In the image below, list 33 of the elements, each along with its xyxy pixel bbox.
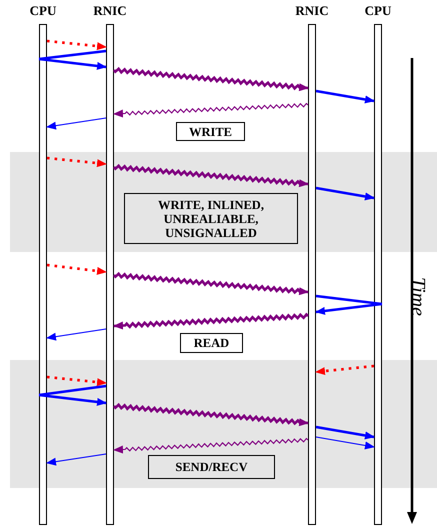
dotted-arrow bbox=[46, 40, 107, 50]
dotted-arrow bbox=[46, 156, 107, 168]
wavy-arrow bbox=[113, 438, 308, 454]
dotted-arrow bbox=[46, 264, 107, 275]
arrow bbox=[38, 394, 107, 406]
wavy-arrow bbox=[113, 66, 309, 92]
arrow bbox=[46, 453, 106, 466]
arrow bbox=[315, 302, 382, 315]
line bbox=[38, 50, 106, 60]
operation-label: SEND/RECV bbox=[148, 455, 275, 479]
lifeline-label: CPU bbox=[364, 3, 392, 19]
wavy-arrow bbox=[113, 102, 308, 118]
wavy-arrow bbox=[113, 272, 309, 296]
wavy-arrow bbox=[113, 402, 309, 426]
lifeline-label: RNIC bbox=[92, 3, 128, 19]
operation-label: WRITE, INLINED, UNREALIABLE, UNSIGNALLED bbox=[124, 193, 298, 244]
arrow bbox=[38, 58, 107, 70]
operation-label: WRITE bbox=[176, 122, 245, 141]
lifeline-label: CPU bbox=[28, 3, 58, 19]
arrow bbox=[316, 186, 375, 200]
wavy-arrow bbox=[113, 164, 309, 188]
arrow bbox=[46, 328, 106, 341]
arrow bbox=[316, 426, 375, 440]
arrow bbox=[46, 117, 106, 130]
dotted-arrow bbox=[315, 364, 374, 376]
line bbox=[38, 384, 106, 396]
lifeline-label: RNIC bbox=[294, 3, 330, 19]
dotted-arrow bbox=[46, 376, 107, 386]
operation-label: READ bbox=[180, 333, 243, 353]
arrow bbox=[316, 90, 375, 104]
arrow bbox=[316, 436, 375, 450]
wavy-arrow bbox=[113, 312, 309, 330]
line bbox=[316, 294, 382, 306]
